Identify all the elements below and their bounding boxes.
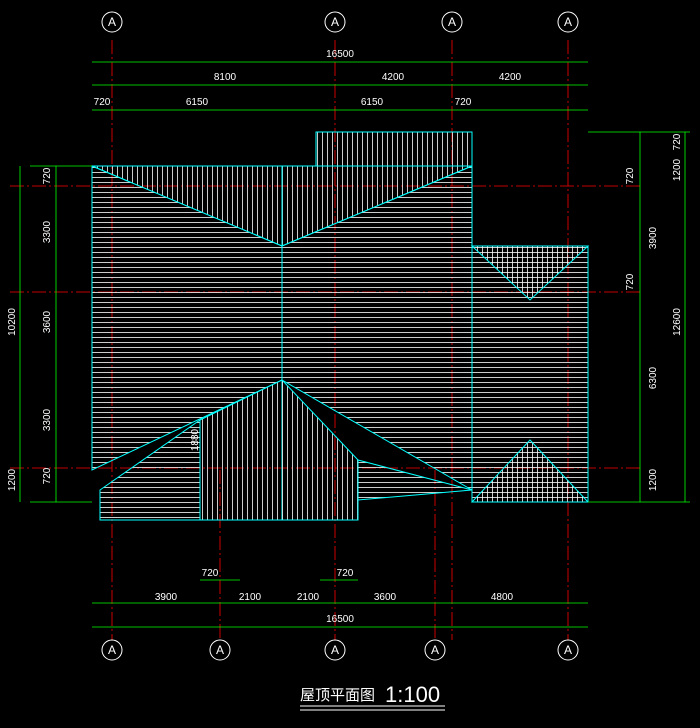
- axis-bubbles: A A A A A A A A A: [101, 11, 579, 661]
- dim-right-6: 1200: [648, 468, 659, 491]
- dim-left-3: 3300: [42, 408, 53, 431]
- dim-bottom-3: 3600: [374, 592, 397, 603]
- dim-left-total: 10200: [7, 308, 18, 336]
- drawing-scale: 1:100: [385, 682, 440, 707]
- dim-top-total: 16500: [326, 49, 354, 60]
- axis-bubble-top-1: A: [101, 11, 123, 33]
- svg-text:A: A: [108, 15, 116, 29]
- dimension-text-left: 720 3300 3600 3300 720 1200 10200: [7, 167, 53, 491]
- dim-left-2: 3600: [42, 310, 53, 333]
- dim-top-2-1: 6150: [186, 97, 209, 108]
- axis-bubble-top-3: A: [441, 11, 463, 33]
- dim-top-2-2: 6150: [361, 97, 384, 108]
- dim-bottom-1: 2100: [239, 592, 262, 603]
- svg-text:A: A: [108, 643, 116, 657]
- dimension-text-right: 720 1200 720 3900 720 6300 1200 12600: [625, 133, 683, 491]
- svg-text:A: A: [331, 15, 339, 29]
- dim-left-4: 720: [42, 467, 53, 484]
- svg-text:A: A: [216, 643, 224, 657]
- dim-bottom-0: 3900: [155, 592, 178, 603]
- axis-bubble-top-2: A: [324, 11, 346, 33]
- axis-bubble-bottom-1: A: [101, 639, 123, 661]
- axis-bubble-bottom-4: A: [424, 639, 446, 661]
- axis-bubble-bottom-2: A: [209, 639, 231, 661]
- svg-text:A: A: [431, 643, 439, 657]
- dim-left-1: 3300: [42, 220, 53, 243]
- roof-main-block: [91, 131, 473, 520]
- dimension-text-top: 16500 8100 4200 4200 720 6150 6150 720: [94, 49, 522, 108]
- dim-right-2: 720: [625, 167, 636, 184]
- dim-right-3: 3900: [648, 226, 659, 249]
- dim-bottom-2: 2100: [297, 592, 320, 603]
- dim-bottom-small-1: 720: [337, 568, 354, 579]
- dim-top-1-2: 4200: [499, 72, 522, 83]
- axis-bubble-bottom-5: A: [557, 639, 579, 661]
- dimension-text-bottom: 720 720 3900 2100 2100 3600 4800 16500: [155, 568, 514, 625]
- drawing-title-block: 屋顶平面图 1:100: [300, 682, 445, 711]
- dim-right-5: 6300: [648, 366, 659, 389]
- dim-right-1: 1200: [672, 158, 683, 181]
- dim-top-2-3: 720: [455, 97, 472, 108]
- dim-top-2-0: 720: [94, 97, 111, 108]
- roof-front-gable: [99, 379, 473, 521]
- axis-bubble-top-4: A: [557, 11, 579, 33]
- dim-bottom-small-0: 720: [202, 568, 219, 579]
- dim-right-total: 12600: [672, 308, 683, 336]
- dim-top-1-0: 8100: [214, 72, 237, 83]
- drawing-title: 屋顶平面图: [300, 686, 375, 704]
- dim-right-0: 720: [672, 133, 683, 150]
- svg-text:A: A: [564, 15, 572, 29]
- dim-left-0: 720: [42, 167, 53, 184]
- dim-bottom-4: 4800: [491, 592, 514, 603]
- dim-right-4: 720: [625, 273, 636, 290]
- dim-bottom-total: 16500: [326, 614, 354, 625]
- dim-top-1-1: 4200: [382, 72, 405, 83]
- svg-text:A: A: [448, 15, 456, 29]
- dimension-lines: [19, 61, 690, 628]
- roof-right-wing: [470, 245, 590, 503]
- ridge-note: 1880: [190, 428, 201, 451]
- svg-text:A: A: [331, 643, 339, 657]
- dim-left-5: 1200: [7, 468, 18, 491]
- svg-text:A: A: [564, 643, 572, 657]
- axis-bubble-bottom-3: A: [324, 639, 346, 661]
